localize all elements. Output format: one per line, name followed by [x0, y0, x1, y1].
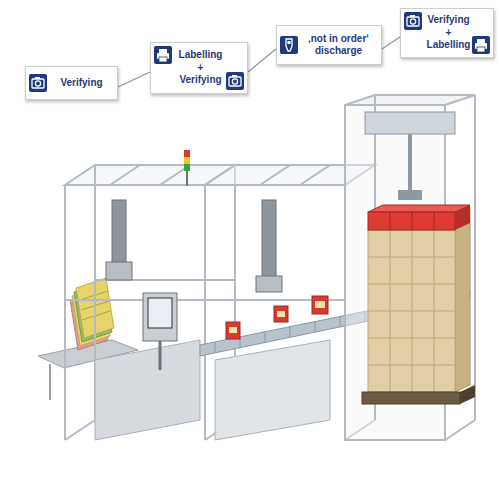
- labeller-head: [106, 262, 132, 280]
- labeller-head: [256, 276, 282, 292]
- labeller-head: [112, 200, 126, 265]
- station-box: Labelling + Verifying: [150, 42, 248, 94]
- machine-base: [215, 340, 330, 440]
- printer-icon: [154, 46, 172, 64]
- table-leg: [49, 364, 51, 400]
- camera-icon: [404, 12, 422, 30]
- station-label: Verifying: [52, 77, 111, 90]
- printer-icon: [472, 36, 490, 54]
- gripper: [398, 190, 422, 200]
- palletizer-frame: [345, 95, 475, 440]
- folder-stack: [70, 278, 114, 350]
- connector-line: [248, 49, 276, 72]
- scanner-icon: [280, 36, 298, 54]
- gantry: [365, 112, 455, 134]
- camera-icon: [29, 74, 47, 92]
- station-label: Verifying + Labelling: [424, 14, 473, 52]
- camera-icon: [226, 72, 244, 90]
- connector-line: [118, 72, 150, 87]
- signal-tower: [184, 150, 190, 186]
- machine-base: [95, 340, 200, 440]
- pallet-stack: [362, 205, 475, 404]
- station-box: ‚not in order‘ discharge: [276, 25, 382, 65]
- station-box: Verifying: [25, 66, 118, 100]
- product-box: [226, 296, 328, 339]
- gantry: [408, 134, 412, 195]
- station-box: Verifying + Labelling: [400, 8, 494, 58]
- connector-line: [382, 37, 400, 49]
- machine-frame: [65, 165, 235, 440]
- control-panel: [143, 293, 177, 370]
- station-label: ‚not in order‘ discharge: [302, 33, 375, 58]
- station-label: Labelling + Verifying: [176, 49, 225, 87]
- labeller-head: [262, 200, 276, 280]
